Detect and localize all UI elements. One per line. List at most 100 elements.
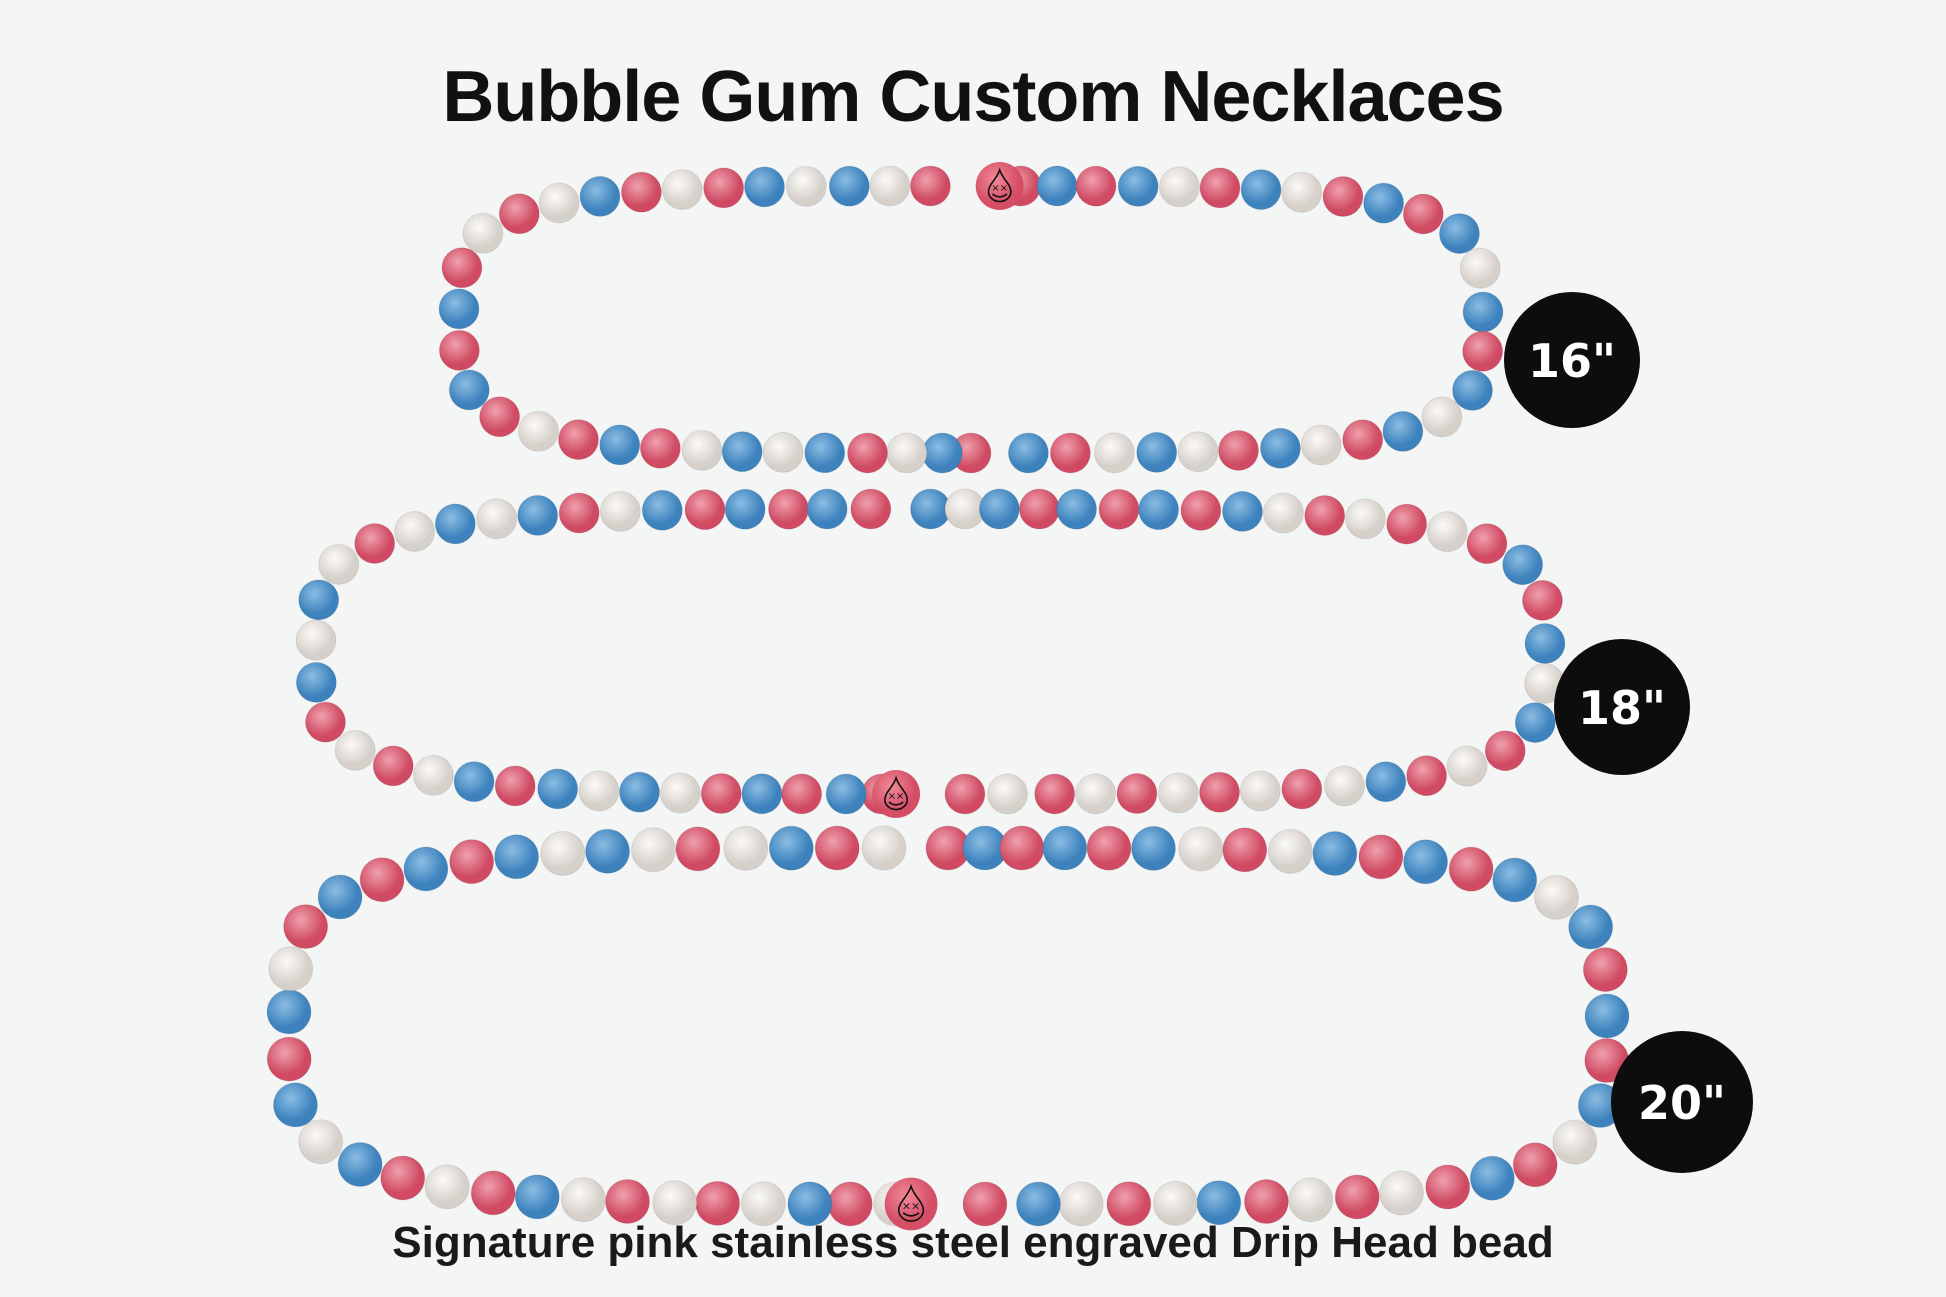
bead <box>1222 827 1268 873</box>
bead <box>1552 1119 1598 1165</box>
bead <box>1358 834 1404 880</box>
bead <box>675 826 721 872</box>
bead <box>479 396 521 438</box>
bead <box>944 773 986 815</box>
bead <box>1466 523 1508 565</box>
bead <box>1259 427 1301 469</box>
bead <box>1421 396 1463 438</box>
bead <box>740 1181 786 1227</box>
necklace-18-inch: ×× <box>295 488 1566 818</box>
bead <box>620 171 662 213</box>
bead <box>537 768 579 810</box>
bead <box>1199 167 1241 209</box>
bead <box>438 329 480 371</box>
bead <box>741 773 783 815</box>
bead <box>453 761 495 803</box>
size-label-20: 20" <box>1638 1076 1726 1130</box>
bead <box>999 825 1045 871</box>
bead <box>514 1174 560 1220</box>
bead <box>1098 488 1140 530</box>
bead <box>585 828 631 874</box>
bead <box>1281 171 1323 213</box>
bead <box>560 1177 606 1223</box>
bead <box>1239 770 1281 812</box>
bead <box>641 489 683 531</box>
bead <box>825 773 867 815</box>
bead <box>1446 745 1488 787</box>
bead <box>1240 169 1282 211</box>
bead <box>1130 825 1176 871</box>
bead <box>909 165 951 207</box>
bead <box>1462 330 1504 372</box>
bead <box>762 431 804 473</box>
bead <box>1036 165 1078 207</box>
bead <box>1157 772 1199 814</box>
bead <box>476 498 518 540</box>
bead <box>268 946 314 992</box>
bead <box>1462 291 1504 333</box>
bead <box>744 166 786 208</box>
bead <box>266 989 312 1035</box>
bead <box>987 773 1029 815</box>
bead <box>721 431 763 473</box>
bead <box>599 424 641 466</box>
bead <box>605 1178 651 1224</box>
bead <box>304 701 346 743</box>
bead <box>1469 1155 1515 1201</box>
bead <box>448 369 490 411</box>
drip-eyes-icon: ×× <box>902 1200 920 1213</box>
bead <box>1136 431 1178 473</box>
bead <box>850 488 892 530</box>
bead <box>962 1181 1008 1227</box>
bead <box>1322 175 1364 217</box>
bead <box>1582 947 1628 993</box>
page-title: Bubble Gum Custom Necklaces <box>442 57 1504 137</box>
bead <box>403 846 449 892</box>
bead <box>1524 623 1566 665</box>
bead <box>1459 247 1501 289</box>
bead <box>1042 825 1088 871</box>
bead <box>1324 765 1366 807</box>
bead <box>703 167 745 209</box>
bead <box>412 754 454 796</box>
bead <box>724 488 766 530</box>
bead <box>1452 369 1494 411</box>
bead <box>1034 773 1076 815</box>
bead <box>787 1181 833 1227</box>
bead <box>517 410 559 452</box>
bead <box>661 169 703 211</box>
bead <box>318 543 360 585</box>
bead <box>494 834 540 880</box>
bead <box>394 510 436 552</box>
bead <box>1363 182 1405 224</box>
bead <box>283 904 329 950</box>
bead <box>449 839 495 885</box>
caption: Signature pink stainless steel engraved … <box>392 1218 1554 1267</box>
bead <box>1106 1181 1152 1227</box>
bead <box>1438 213 1480 255</box>
bead <box>814 825 860 871</box>
bead <box>441 247 483 289</box>
bead <box>1502 544 1544 586</box>
bead <box>538 182 580 224</box>
size-label-16: 16" <box>1528 334 1616 388</box>
necklace-20-inch: ×× <box>266 825 1630 1231</box>
size-badge-16: 16" <box>1504 292 1640 428</box>
bead <box>1521 579 1563 621</box>
bead <box>1117 165 1159 207</box>
bead <box>921 432 963 474</box>
bead <box>557 419 599 461</box>
bead <box>723 825 769 871</box>
bead <box>1365 761 1407 803</box>
bead <box>354 522 396 564</box>
bead <box>1243 1179 1289 1225</box>
bead <box>1342 419 1384 461</box>
drip-head-pendant: ×× <box>975 162 1024 211</box>
bead <box>828 165 870 207</box>
bead <box>1138 489 1180 531</box>
bead <box>434 503 476 545</box>
bead <box>681 429 723 471</box>
bead <box>498 193 540 235</box>
bead <box>847 432 889 474</box>
bead <box>978 488 1020 530</box>
